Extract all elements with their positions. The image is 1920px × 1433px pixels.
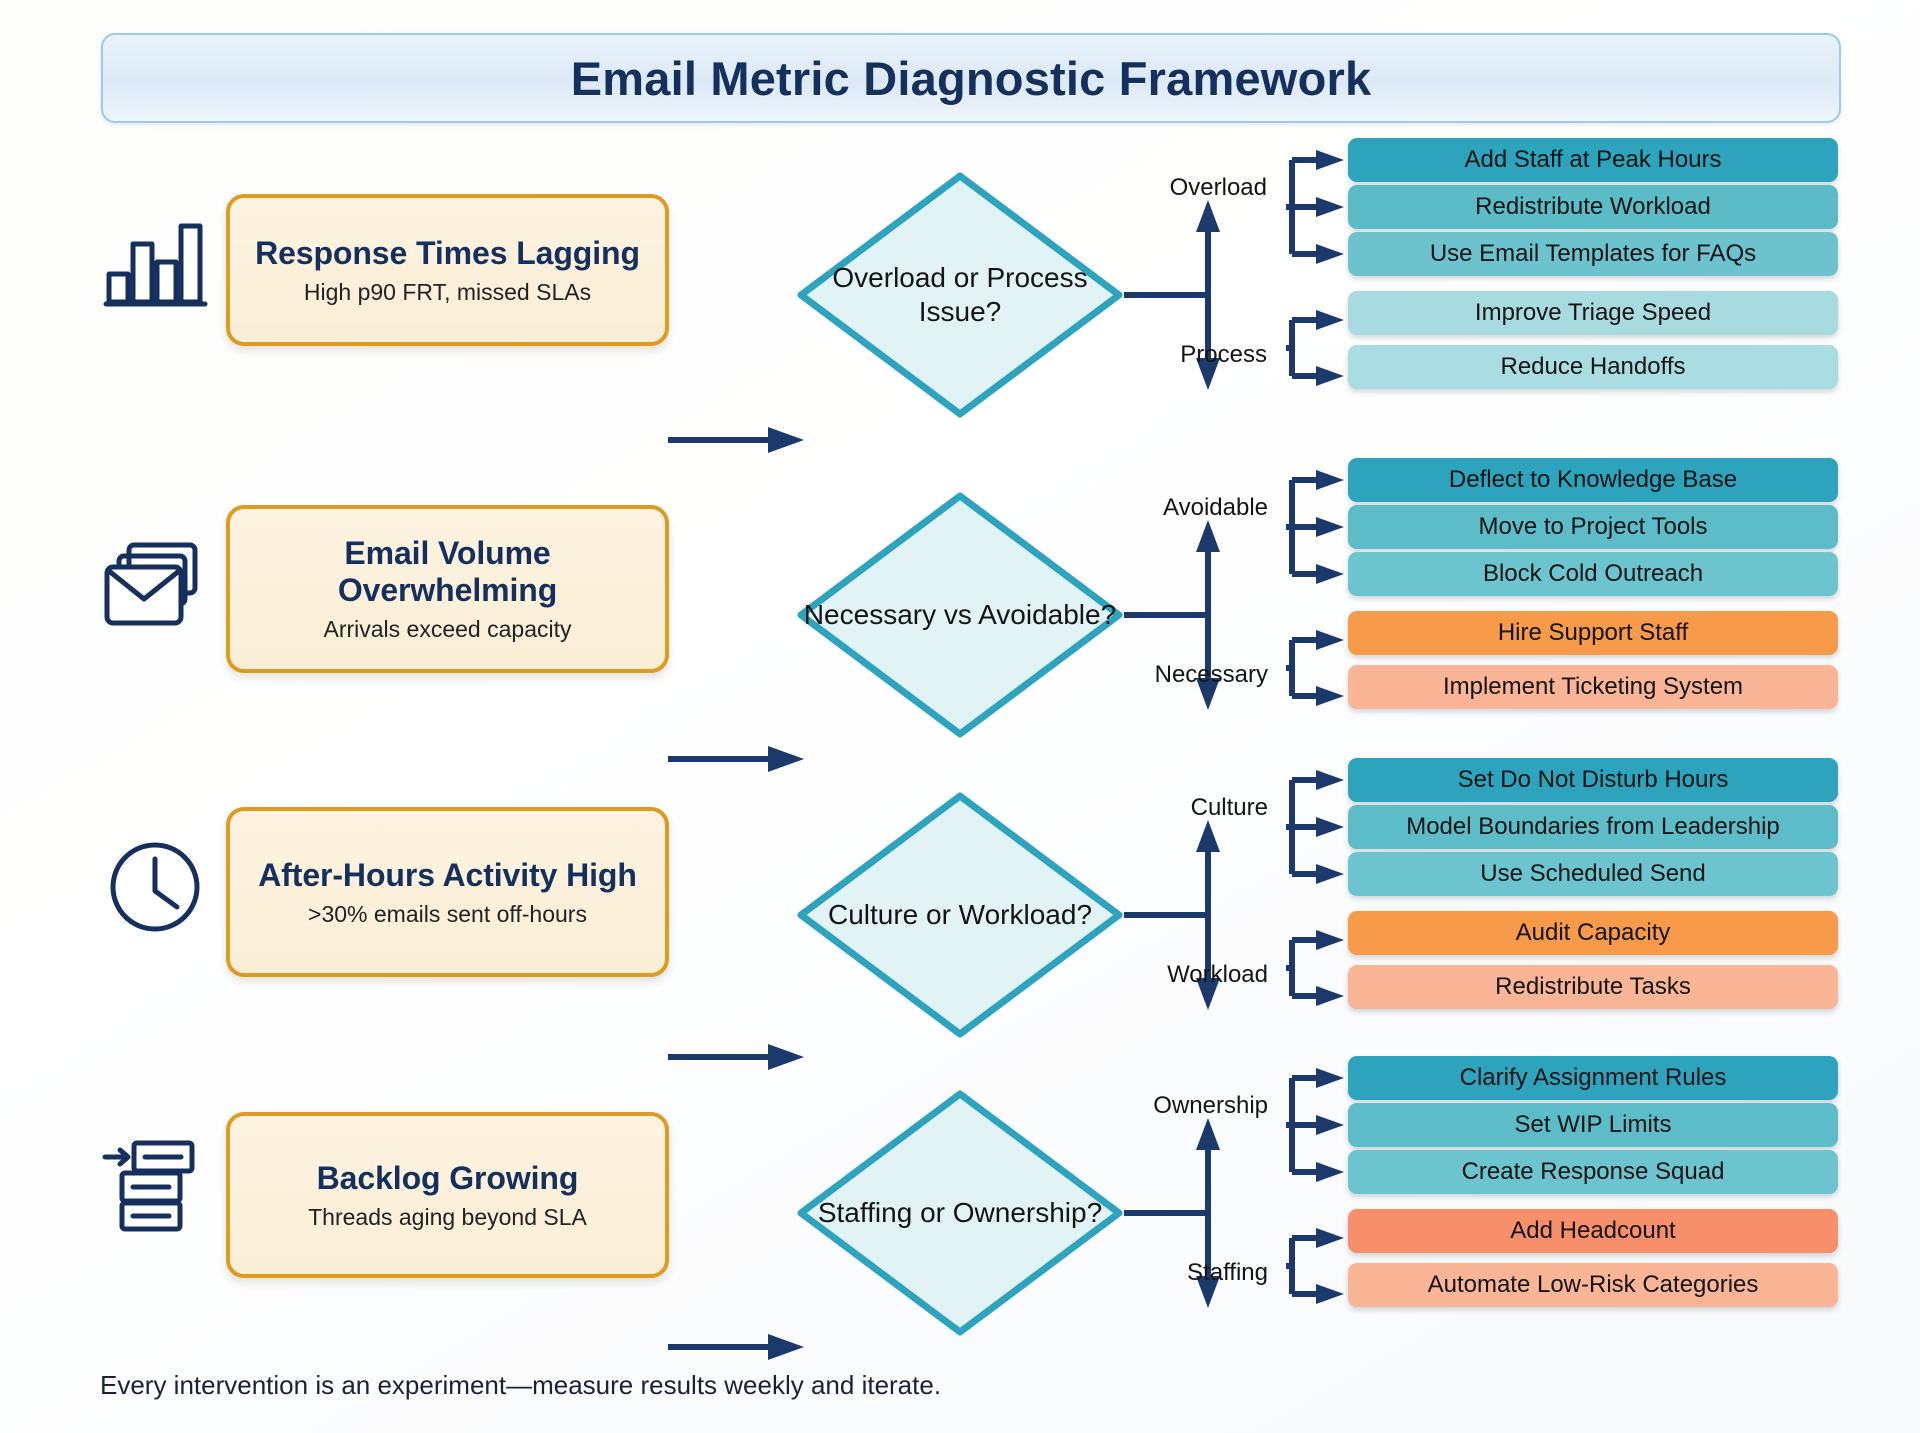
problem-card-response-times-lagging[interactable]: Response Times Lagging High p90 FRT, mis…: [226, 194, 669, 346]
action-chip[interactable]: Hire Support Staff: [1348, 611, 1838, 655]
branch-bracket-overload: [1286, 142, 1356, 277]
branch-label-overload: Overload: [1169, 174, 1267, 201]
action-chip[interactable]: Model Boundaries from Leadership: [1348, 805, 1838, 849]
action-chip[interactable]: Add Headcount: [1348, 1209, 1838, 1253]
branch-label-ownership: Ownership: [1153, 1092, 1268, 1119]
action-chip[interactable]: Add Staff at Peak Hours: [1348, 138, 1838, 182]
diagnostic-row-response-times-lagging: Response Times Lagging High p90 FRT, mis…: [0, 138, 1920, 453]
connector-problem-to-decision: [668, 1332, 804, 1362]
branch-bracket-culture: [1286, 762, 1356, 897]
footer-note: Every intervention is an experiment—meas…: [100, 1370, 942, 1400]
problem-card-email-volume-overwhelming[interactable]: Email Volume Overwhelming Arrivals excee…: [226, 505, 669, 673]
action-chip[interactable]: Implement Ticketing System: [1348, 665, 1838, 709]
action-chip[interactable]: Move to Project Tools: [1348, 505, 1838, 549]
branch-label-workload: Workload: [1167, 961, 1268, 988]
action-chip[interactable]: Automate Low-Risk Categories: [1348, 1263, 1838, 1307]
action-chip[interactable]: Audit Capacity: [1348, 911, 1838, 955]
branch-label-process: Process: [1180, 341, 1267, 368]
decision-split-connector: [1124, 1088, 1244, 1338]
branch-bracket-ownership: [1286, 1060, 1356, 1195]
branch-bracket-staffing: [1286, 1218, 1356, 1323]
action-chip[interactable]: Reduce Handoffs: [1348, 345, 1838, 389]
page-title: Email Metric Diagnostic Framework: [570, 51, 1372, 105]
bar-chart-icon: [95, 205, 215, 315]
problem-card-backlog-growing[interactable]: Backlog Growing Threads aging beyond SLA: [226, 1112, 669, 1278]
problem-subtitle: High p90 FRT, missed SLAs: [303, 279, 592, 306]
action-chip[interactable]: Deflect to Knowledge Base: [1348, 458, 1838, 502]
decision-diamond-staffing-or-ownership[interactable]: Staffing or Ownership?: [795, 1088, 1125, 1338]
branch-bracket-necessary: [1286, 620, 1356, 725]
branch-label-culture: Culture: [1190, 794, 1268, 821]
action-chip[interactable]: Use Email Templates for FAQs: [1348, 232, 1838, 276]
problem-title: Backlog Growing: [316, 1159, 579, 1196]
backlog-icon: [95, 1130, 215, 1240]
decision-diamond-culture-or-workload[interactable]: Culture or Workload?: [795, 790, 1125, 1040]
problem-title: Email Volume Overwhelming: [337, 535, 558, 608]
problem-subtitle: >30% emails sent off-hours: [308, 901, 587, 928]
clock-icon: [95, 832, 215, 942]
action-chip[interactable]: Set WIP Limits: [1348, 1103, 1838, 1147]
branch-bracket-workload: [1286, 920, 1356, 1025]
problem-title: Response Times Lagging: [255, 234, 640, 271]
problem-title: After-Hours Activity High: [258, 856, 637, 893]
problem-subtitle: Threads aging beyond SLA: [308, 1204, 587, 1231]
action-chip[interactable]: Create Response Squad: [1348, 1150, 1838, 1194]
action-chip[interactable]: Redistribute Workload: [1348, 185, 1838, 229]
decision-diamond-overload-or-process[interactable]: Overload or Process Issue?: [795, 170, 1125, 420]
branch-bracket-avoidable: [1286, 462, 1356, 597]
action-chip[interactable]: Use Scheduled Send: [1348, 852, 1838, 896]
branch-label-staffing: Staffing: [1187, 1259, 1268, 1286]
decision-diamond-necessary-vs-avoidable[interactable]: Necessary vs Avoidable?: [795, 490, 1125, 740]
action-chip[interactable]: Set Do Not Disturb Hours: [1348, 758, 1838, 802]
diagnostic-row-email-volume-overwhelming: Email Volume Overwhelming Arrivals excee…: [0, 458, 1920, 772]
branch-bracket-process: [1286, 300, 1356, 405]
action-chip[interactable]: Clarify Assignment Rules: [1348, 1056, 1838, 1100]
connector-problem-to-decision: [668, 425, 804, 455]
page-title-banner: Email Metric Diagnostic Framework: [101, 33, 1841, 123]
problem-card-after-hours-activity-high[interactable]: After-Hours Activity High >30% emails se…: [226, 807, 669, 977]
decision-split-connector: [1124, 490, 1244, 740]
decision-split-connector: [1124, 790, 1244, 1040]
decision-split-connector: [1124, 170, 1244, 420]
action-chip[interactable]: Block Cold Outreach: [1348, 552, 1838, 596]
branch-label-necessary: Necessary: [1154, 661, 1268, 688]
diagnostic-row-after-hours-activity-high: After-Hours Activity High >30% emails se…: [0, 758, 1920, 1070]
action-chip[interactable]: Redistribute Tasks: [1348, 965, 1838, 1009]
diagnostic-row-backlog-growing: Backlog Growing Threads aging beyond SLA…: [0, 1056, 1920, 1360]
branch-label-avoidable: Avoidable: [1163, 494, 1268, 521]
connector-problem-to-decision: [668, 744, 804, 774]
action-chip[interactable]: Improve Triage Speed: [1348, 291, 1838, 335]
connector-problem-to-decision: [668, 1042, 804, 1072]
envelopes-icon: [95, 530, 215, 640]
problem-subtitle: Arrivals exceed capacity: [323, 616, 572, 643]
